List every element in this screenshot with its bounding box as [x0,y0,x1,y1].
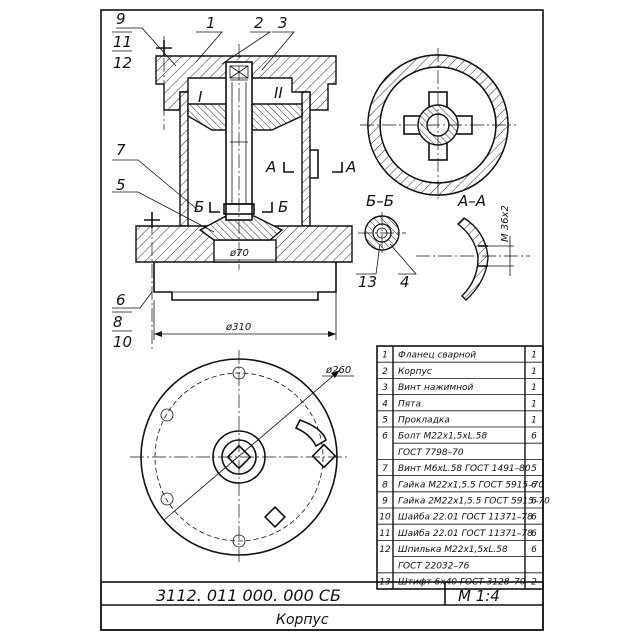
bom-quantity: 5 [531,464,537,474]
callout-8: 8 [113,313,123,331]
bom-position: 7 [382,464,388,474]
bom-name: Болт М22х1,5хL.58 [398,432,487,442]
bom-name: Корпус [398,367,432,377]
bom-quantity: 1 [531,351,537,361]
bom-name: Гайка М22х1,5.5 ГОСТ 5915–70 [398,480,544,490]
bom-row: 10 Шайба 22.01 ГОСТ 11371–786 [379,513,537,523]
callouts: 9 11 12 1 2 3 7 5 6 8 10 [112,10,288,351]
callout-1: 1 [206,14,216,32]
detail-mark-2: II [274,84,283,102]
callout-5: 5 [116,176,126,194]
dimension-d260-label: ø260 [325,365,351,376]
bom-position: 11 [379,529,390,539]
section-bb: Б–Б 13 4 [356,192,417,291]
bom-position: 4 [382,399,388,409]
section-aa-title: А–А [457,192,486,210]
bom-position: 1 [382,351,388,361]
bom-name: Шпилька М22х1,5хL.58 [398,545,508,555]
bom-quantity: 1 [531,367,537,377]
bom-quantity: 6 [531,432,537,442]
dimension-d310-label: ø310 [225,322,251,333]
bom-quantity: 1 [531,416,537,426]
section-bb-title: Б–Б [366,192,394,210]
callout-leaders [112,27,295,309]
front-section-view [135,36,353,350]
detail-mark-1: I [198,88,203,106]
plan-view: ø260 [130,350,354,565]
bom-name: Шайба 22.01 ГОСТ 11371–78 [398,513,533,523]
bom-name: Гайка 2М22х1,5.5 ГОСТ 5915–70 [398,497,550,507]
bom-name: ГОСТ 22032–76 [398,561,470,571]
callout-12: 12 [113,54,132,72]
section-mark-a-right: А [345,158,356,176]
bom-position: 12 [379,545,391,555]
dimension-d310: ø310 [153,292,337,340]
bom-row: 9 Гайка 2М22х1,5.5 ГОСТ 5915–706 [382,497,550,507]
bom-row: 4 Пята 1 [382,399,537,409]
cross-section-view [360,48,516,202]
drawing-name: Корпус [276,612,329,628]
bom-position: 3 [382,383,388,393]
bom-row: 5 Прокладка 1 [382,416,537,426]
bom-row: 12 Шпилька М22х1,5хL.58 6 [379,545,537,555]
callout-6: 6 [116,291,126,309]
bom-name: Шайба 22.01 ГОСТ 11371–78 [398,529,533,539]
callout-11: 11 [113,33,132,51]
bom-position: 2 [382,367,388,377]
title-block: 3112. 011 000. 000 СБ М 1:4 Корпус [100,581,544,631]
section-mark-a-left: А [265,158,276,176]
callout-3: 3 [278,14,288,32]
bom-position: 9 [382,497,388,507]
callout-9: 9 [116,10,126,28]
dimension-thread-label: М 36х2 [500,205,511,242]
dimension-d70-label: ø70 [229,248,249,259]
bom-name: Винт нажимной [398,383,474,393]
bom-row: 1 Фланец сварной 1 [382,351,537,361]
bom-position: 5 [382,416,388,426]
document-designation: 3112. 011 000. 000 СБ [156,586,341,605]
bom-quantity: 6 [531,513,537,523]
section-mark-b-right: Б [278,198,288,216]
bom-position: 8 [382,480,388,490]
bom-quantity: 1 [531,399,537,409]
bom-name: Винт М6хL.58 ГОСТ 1491–80 [398,464,531,474]
section-aa: А–А М 36х2 [416,192,530,301]
callout-2: 2 [254,14,264,32]
bom-quantity: 6 [531,545,537,555]
callout-4: 4 [400,273,410,291]
bom-name: Прокладка [398,416,450,426]
section-mark-b-left: Б [194,198,204,216]
bom-name: Фланец сварной [398,351,476,361]
bom-row: 6 Болт М22х1,5хL.58 6 [382,432,537,442]
bom-quantity: 6 [531,497,537,507]
bom-quantity: 6 [531,529,537,539]
bom-row: 11 Шайба 22.01 ГОСТ 11371–786 [379,529,537,539]
callout-13: 13 [358,273,377,291]
bom-row: ГОСТ 7798–70 [398,448,464,458]
bom-quantity: 6 [531,480,537,490]
bom-position: 10 [379,513,391,523]
bom-quantity: 1 [531,383,537,393]
callout-7: 7 [116,141,126,159]
bom-row: 2 Корпус 1 [382,367,537,377]
section-marks: А А Б Б [194,158,356,216]
bom-row: 8 Гайка М22х1,5.5 ГОСТ 5915–706 [382,480,544,490]
bom-row: ГОСТ 22032–76 [398,561,470,571]
bom-position: 6 [382,432,388,442]
bom-name: ГОСТ 7798–70 [398,448,464,458]
bom-row: 3 Винт нажимной 1 [382,383,537,393]
bom-name: Пята [398,399,421,409]
callout-10: 10 [113,333,132,351]
dimension-d70: ø70 [214,248,276,261]
drawing-scale: М 1:4 [458,587,500,605]
